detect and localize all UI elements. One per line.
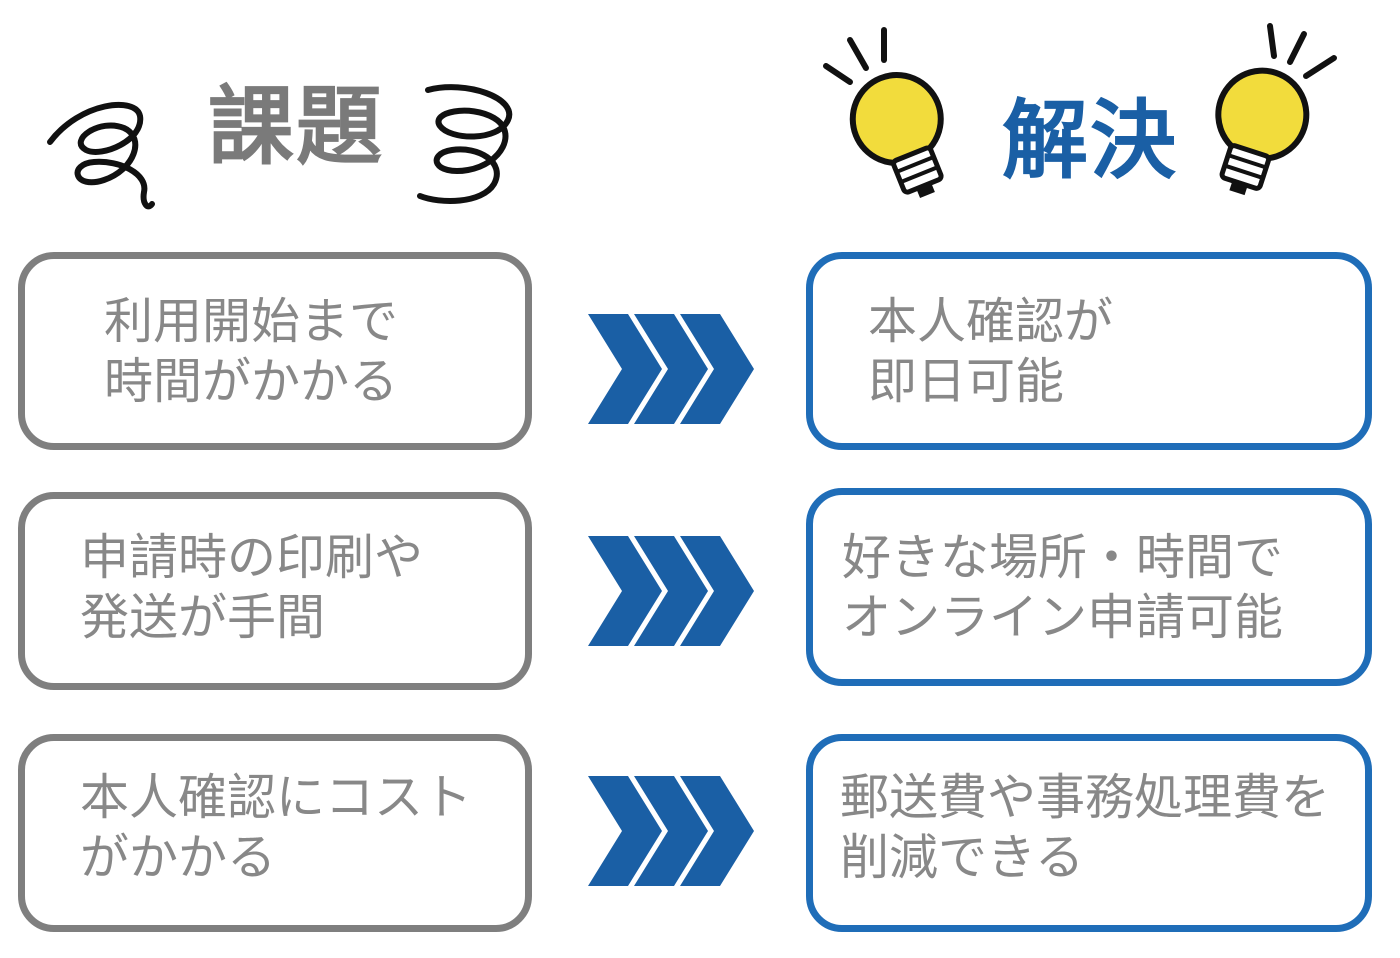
- solution-box: [806, 734, 1372, 932]
- solution-box: [806, 488, 1372, 686]
- solution-line: 本人確認が: [868, 293, 1114, 350]
- problem-box: [18, 492, 532, 690]
- triple-chevron-right-icon: [588, 314, 754, 424]
- solution-text: 郵送費や事務処理費を 削減できる: [840, 768, 1330, 888]
- triple-chevron-right-icon: [588, 536, 754, 646]
- solution-line: 削減できる: [840, 829, 1085, 886]
- scribble-icon: [47, 101, 155, 210]
- lightbulb-icon: [823, 27, 944, 199]
- problem-heading: 課題: [208, 77, 384, 177]
- solution-heading: 解決: [1002, 91, 1178, 191]
- problem-line: 時間がかかる: [104, 353, 399, 410]
- problem-line: 発送が手間: [80, 589, 326, 646]
- triple-chevron-right-icon: [588, 776, 754, 886]
- solution-line: 好きな場所・時間で: [842, 529, 1284, 586]
- problem-text: 本人確認にコスト がかかる: [80, 768, 472, 888]
- problem-line: 申請時の印刷や: [80, 529, 424, 586]
- lightbulb-icon: [1215, 23, 1337, 196]
- problem-line: 利用開始まで: [104, 293, 399, 350]
- problem-box: [18, 734, 532, 932]
- solution-line: オンライン申請可能: [842, 589, 1284, 646]
- problem-line: 本人確認にコスト: [80, 769, 473, 826]
- solution-box: [806, 252, 1372, 450]
- problem-line: がかかる: [80, 829, 277, 886]
- solution-line: 郵送費や事務処理費を: [840, 769, 1331, 826]
- problem-text: 利用開始まで 時間がかかる: [104, 292, 398, 412]
- problem-box: [18, 252, 532, 450]
- solution-line: 即日可能: [868, 353, 1065, 410]
- problem-text: 申請時の印刷や 発送が手間: [80, 528, 423, 648]
- scribble-icon: [417, 84, 513, 204]
- solution-text: 本人確認が 即日可能: [868, 292, 1113, 412]
- solution-text: 好きな場所・時間で オンライン申請可能: [842, 528, 1283, 648]
